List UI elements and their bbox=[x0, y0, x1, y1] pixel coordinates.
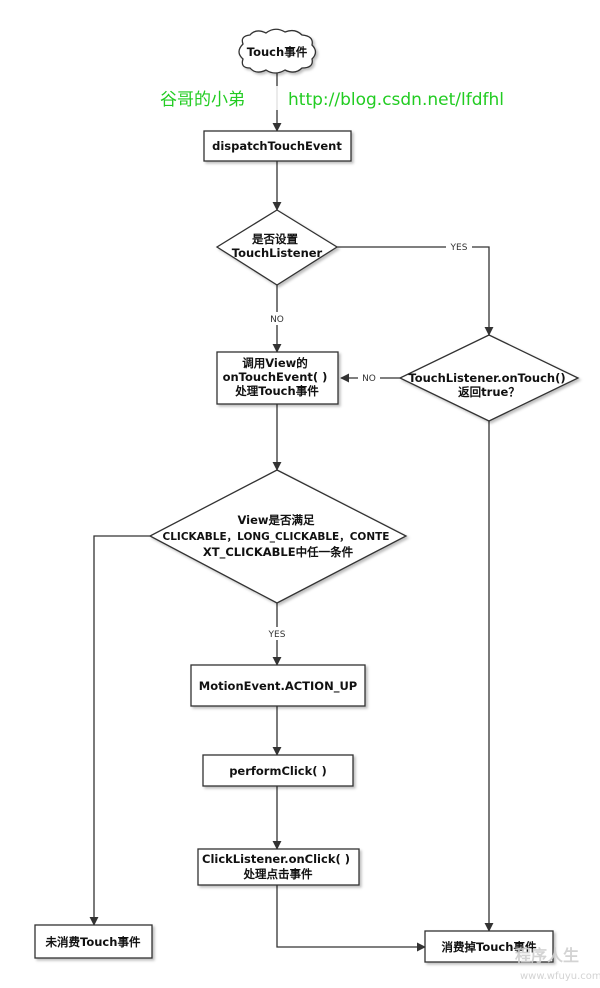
node-start bbox=[238, 28, 317, 74]
node-perform-click-label: performClick( ) bbox=[229, 764, 327, 778]
node-decision-listener-label: 是否设置 TouchListener bbox=[232, 232, 323, 260]
node-on-touch-event-label: 调用View的 onTouchEvent( ) 处理Touch事件 bbox=[223, 356, 332, 398]
corner-site-url: www.wfuyu.com bbox=[520, 971, 600, 982]
edges bbox=[89, 71, 494, 952]
no-label-ontouch: NO bbox=[362, 374, 376, 384]
yes-label-clickable: YES bbox=[268, 630, 286, 640]
edge-clickable-no bbox=[89, 535, 150, 926]
watermark-author: 谷哥的小弟 bbox=[160, 90, 245, 110]
node-decision-clickable bbox=[148, 469, 408, 604]
edge-listener-yes bbox=[337, 246, 494, 336]
node-decision-on-touch-label: TouchListener.onTouch() 返回true？ bbox=[408, 371, 569, 399]
node-decision-on-touch bbox=[398, 334, 580, 422]
blog-watermark: 谷哥的小弟 http://blog.csdn.net/lfdfhl bbox=[155, 86, 545, 110]
node-action-up bbox=[190, 664, 366, 707]
nodes: Touch事件 dispatchTouchEvent 是否设置 TouchLis… bbox=[34, 28, 580, 963]
node-decision-listener bbox=[215, 209, 339, 286]
node-dispatch-label: dispatchTouchEvent bbox=[212, 139, 342, 153]
node-perform-click bbox=[202, 754, 354, 787]
node-not-consumed bbox=[34, 924, 153, 959]
node-start-label: Touch事件 bbox=[247, 45, 308, 59]
edge-clicklistener-to-consumed bbox=[276, 885, 426, 952]
node-dispatch bbox=[203, 130, 352, 162]
no-label-listener: NO bbox=[270, 315, 284, 325]
node-on-touch-event bbox=[216, 351, 339, 405]
node-not-consumed-label: 未消费Touch事件 bbox=[45, 935, 141, 949]
node-action-up-label: MotionEvent.ACTION_UP bbox=[199, 679, 357, 694]
corner-site-mark: 程序人生 www.wfuyu.com bbox=[515, 946, 600, 982]
node-decision-clickable-label: View是否满足 CLICKABLE，LONG_CLICKABLE，CONTE … bbox=[163, 513, 394, 560]
edge-labels: YES NO NO YES bbox=[264, 240, 472, 640]
yes-label-listener: YES bbox=[450, 243, 468, 253]
node-consumed bbox=[424, 930, 554, 963]
node-consumed-label: 消费掉Touch事件 bbox=[442, 940, 537, 954]
node-click-listener bbox=[197, 848, 360, 886]
watermark-url: http://blog.csdn.net/lfdfhl bbox=[288, 90, 504, 110]
corner-site-name: 程序人生 bbox=[515, 946, 579, 965]
node-click-listener-label: ClickListener.onClick( ) 处理点击事件 bbox=[202, 852, 354, 881]
